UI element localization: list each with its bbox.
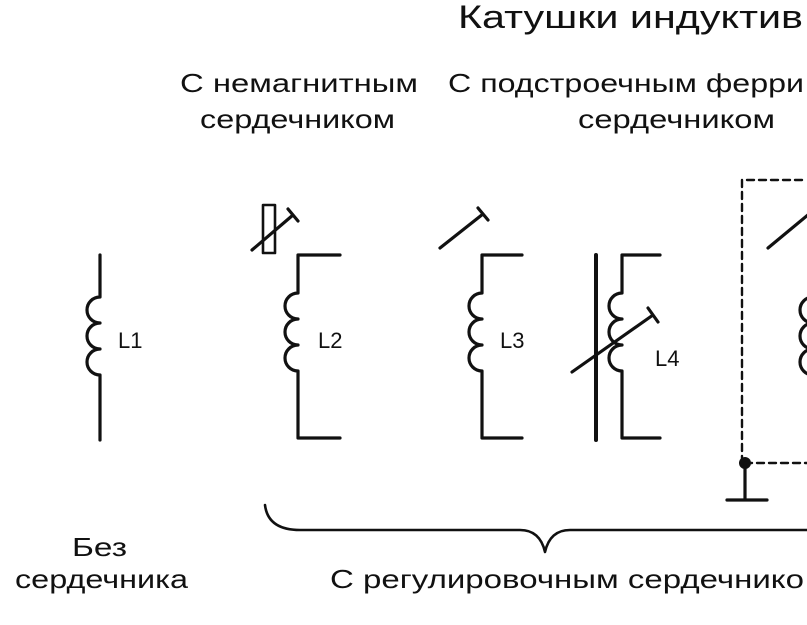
coil-l1 [85,253,102,442]
inductor-l1: L1 [85,253,142,442]
inductor-l3: L3 [438,206,524,440]
caption-trimmer-line1: С подстроечным ферри [448,68,804,98]
coil-partial [798,296,807,376]
caption-nonmagnetic-line1: С немагнитным [180,68,418,98]
caption-trimmer-line2: сердечником [578,104,775,134]
screen-outline [740,178,807,465]
caption-adjustable-core: С регулировочным сердечнико [330,564,804,594]
diagram-title: Катушки индуктив [458,0,803,35]
tuning-arrow-icon [438,206,490,250]
coil-l4 [607,253,662,440]
label-l1: L1 [118,328,142,353]
coil-l2 [283,253,342,440]
tuning-arrow-icon [250,207,300,252]
inductor-screened-partial [725,178,807,502]
tuning-arrow-icon [766,213,807,250]
label-l2: L2 [318,328,342,353]
core-rectangle-icon [261,203,277,255]
inductor-l4: L4 [570,253,679,442]
caption-no-core-line1: Без [72,532,127,562]
caption-no-core-line2: сердечника [15,564,189,594]
tuning-arrow-icon [570,306,660,374]
coil-l3 [467,253,524,440]
ground-icon [725,461,769,502]
caption-nonmagnetic-line2: сердечником [200,104,395,134]
label-l4: L4 [655,346,679,371]
group-brace [263,503,807,554]
inductor-l2: L2 [250,203,342,440]
label-l3: L3 [500,328,524,353]
